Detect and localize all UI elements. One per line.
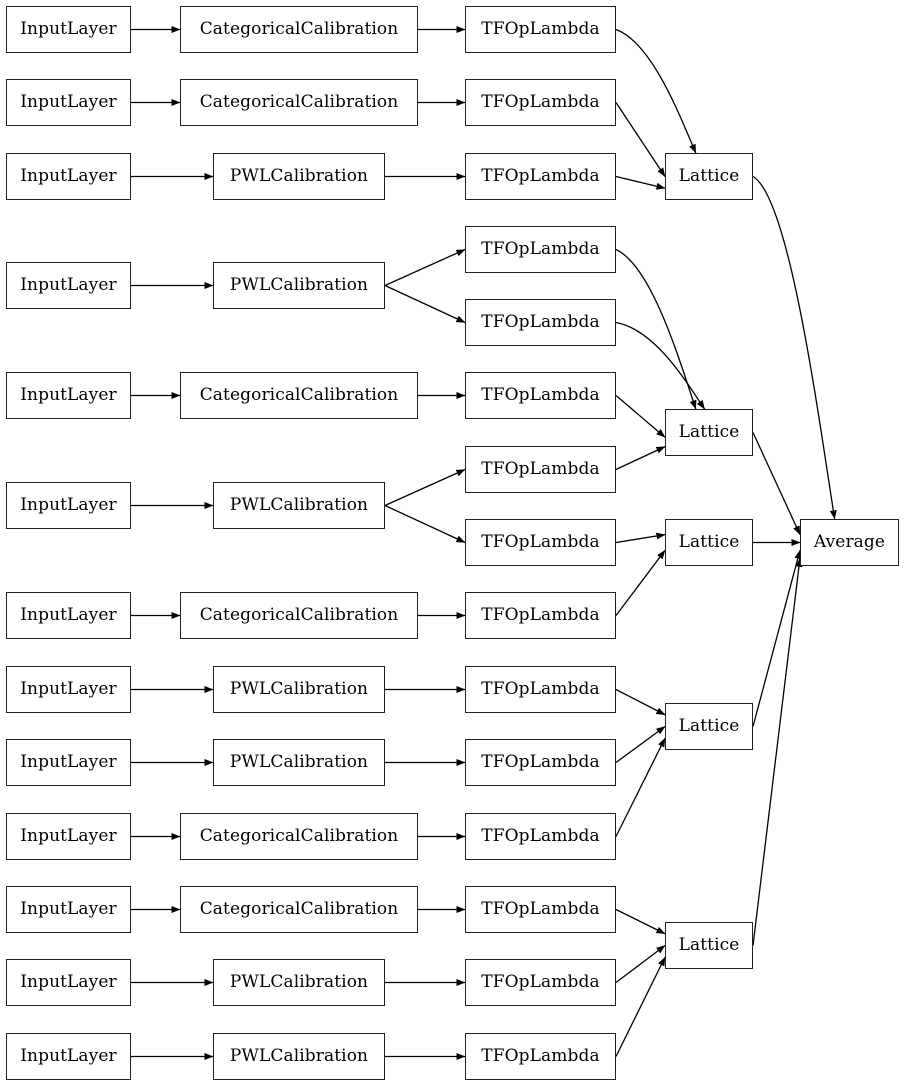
node-tf13[interactable]: TFOpLambda bbox=[465, 886, 616, 933]
edge-tf2-to-lat1 bbox=[615, 102, 666, 177]
node-in9[interactable]: InputLayer bbox=[6, 739, 131, 786]
node-cal7[interactable]: CategoricalCalibration bbox=[180, 592, 418, 639]
edge-tf9-to-lat3 bbox=[615, 549, 666, 616]
node-in13[interactable]: InputLayer bbox=[6, 1033, 131, 1080]
node-tf14[interactable]: TFOpLambda bbox=[465, 959, 616, 1006]
node-in12[interactable]: InputLayer bbox=[6, 959, 131, 1006]
node-tf10[interactable]: TFOpLambda bbox=[465, 666, 616, 713]
node-cal13[interactable]: PWLCalibration bbox=[213, 1033, 385, 1080]
node-tf4[interactable]: TFOpLambda bbox=[465, 226, 616, 273]
node-cal5[interactable]: CategoricalCalibration bbox=[180, 372, 418, 419]
edge-tf5-to-lat2 bbox=[615, 321, 706, 410]
edge-lat2-to-avg bbox=[752, 432, 801, 536]
node-in10[interactable]: InputLayer bbox=[6, 813, 131, 860]
node-cal2[interactable]: CategoricalCalibration bbox=[180, 79, 418, 126]
edge-tf3-to-lat1 bbox=[615, 175, 666, 190]
edge-tf8-to-lat3 bbox=[615, 532, 666, 544]
node-cal8[interactable]: PWLCalibration bbox=[213, 666, 385, 713]
node-lat2[interactable]: Lattice bbox=[665, 409, 753, 456]
edge-cal6-to-tf7 bbox=[384, 468, 466, 507]
node-cal6[interactable]: PWLCalibration bbox=[213, 482, 385, 529]
node-in2[interactable]: InputLayer bbox=[6, 79, 131, 126]
node-cal4[interactable]: PWLCalibration bbox=[213, 262, 385, 309]
node-tf12[interactable]: TFOpLambda bbox=[465, 813, 616, 860]
node-avg[interactable]: Average bbox=[800, 519, 899, 566]
node-in4[interactable]: InputLayer bbox=[6, 262, 131, 309]
node-tf2[interactable]: TFOpLambda bbox=[465, 79, 616, 126]
edge-cal4-to-tf5 bbox=[384, 284, 466, 324]
edge-tf4-to-lat2 bbox=[615, 248, 697, 410]
node-lat4[interactable]: Lattice bbox=[665, 703, 753, 750]
edge-lat5-to-avg bbox=[752, 557, 803, 946]
edge-cal6-to-tf8 bbox=[384, 504, 466, 544]
edge-tf13-to-lat5 bbox=[615, 908, 666, 935]
node-tf7[interactable]: TFOpLambda bbox=[465, 446, 616, 493]
node-in5[interactable]: InputLayer bbox=[6, 372, 131, 419]
node-in11[interactable]: InputLayer bbox=[6, 886, 131, 933]
node-tf6[interactable]: TFOpLambda bbox=[465, 372, 616, 419]
node-cal10[interactable]: CategoricalCalibration bbox=[180, 813, 418, 860]
node-cal12[interactable]: PWLCalibration bbox=[213, 959, 385, 1006]
node-in6[interactable]: InputLayer bbox=[6, 482, 131, 529]
node-lat3[interactable]: Lattice bbox=[665, 519, 753, 566]
node-in3[interactable]: InputLayer bbox=[6, 153, 131, 200]
edge-tf11-to-lat4 bbox=[615, 725, 666, 764]
edge-tf14-to-lat5 bbox=[615, 944, 666, 984]
edge-tf7-to-lat2 bbox=[615, 446, 666, 471]
node-in1[interactable]: InputLayer bbox=[6, 6, 131, 53]
node-tf5[interactable]: TFOpLambda bbox=[465, 299, 616, 346]
node-tf15[interactable]: TFOpLambda bbox=[465, 1033, 616, 1080]
node-cal1[interactable]: CategoricalCalibration bbox=[180, 6, 418, 53]
node-tf1[interactable]: TFOpLambda bbox=[465, 6, 616, 53]
edge-lat1-to-avg bbox=[752, 175, 837, 520]
node-in7[interactable]: InputLayer bbox=[6, 592, 131, 639]
node-tf11[interactable]: TFOpLambda bbox=[465, 739, 616, 786]
edge-cal4-to-tf4 bbox=[384, 248, 466, 287]
edge-tf15-to-lat5 bbox=[615, 956, 666, 1057]
node-tf3[interactable]: TFOpLambda bbox=[465, 153, 616, 200]
edge-tf6-to-lat2 bbox=[615, 395, 666, 438]
edge-tf1-to-lat1 bbox=[615, 28, 697, 154]
node-cal11[interactable]: CategoricalCalibration bbox=[180, 886, 418, 933]
node-cal9[interactable]: PWLCalibration bbox=[213, 739, 385, 786]
node-in8[interactable]: InputLayer bbox=[6, 666, 131, 713]
edge-tf12-to-lat4 bbox=[615, 737, 666, 837]
node-tf8[interactable]: TFOpLambda bbox=[465, 519, 616, 566]
node-lat1[interactable]: Lattice bbox=[665, 153, 753, 200]
edge-lat4-to-avg bbox=[752, 549, 802, 727]
node-tf9[interactable]: TFOpLambda bbox=[465, 592, 616, 639]
edge-tf10-to-lat4 bbox=[615, 688, 666, 716]
node-cal3[interactable]: PWLCalibration bbox=[213, 153, 385, 200]
node-lat5[interactable]: Lattice bbox=[665, 922, 753, 969]
